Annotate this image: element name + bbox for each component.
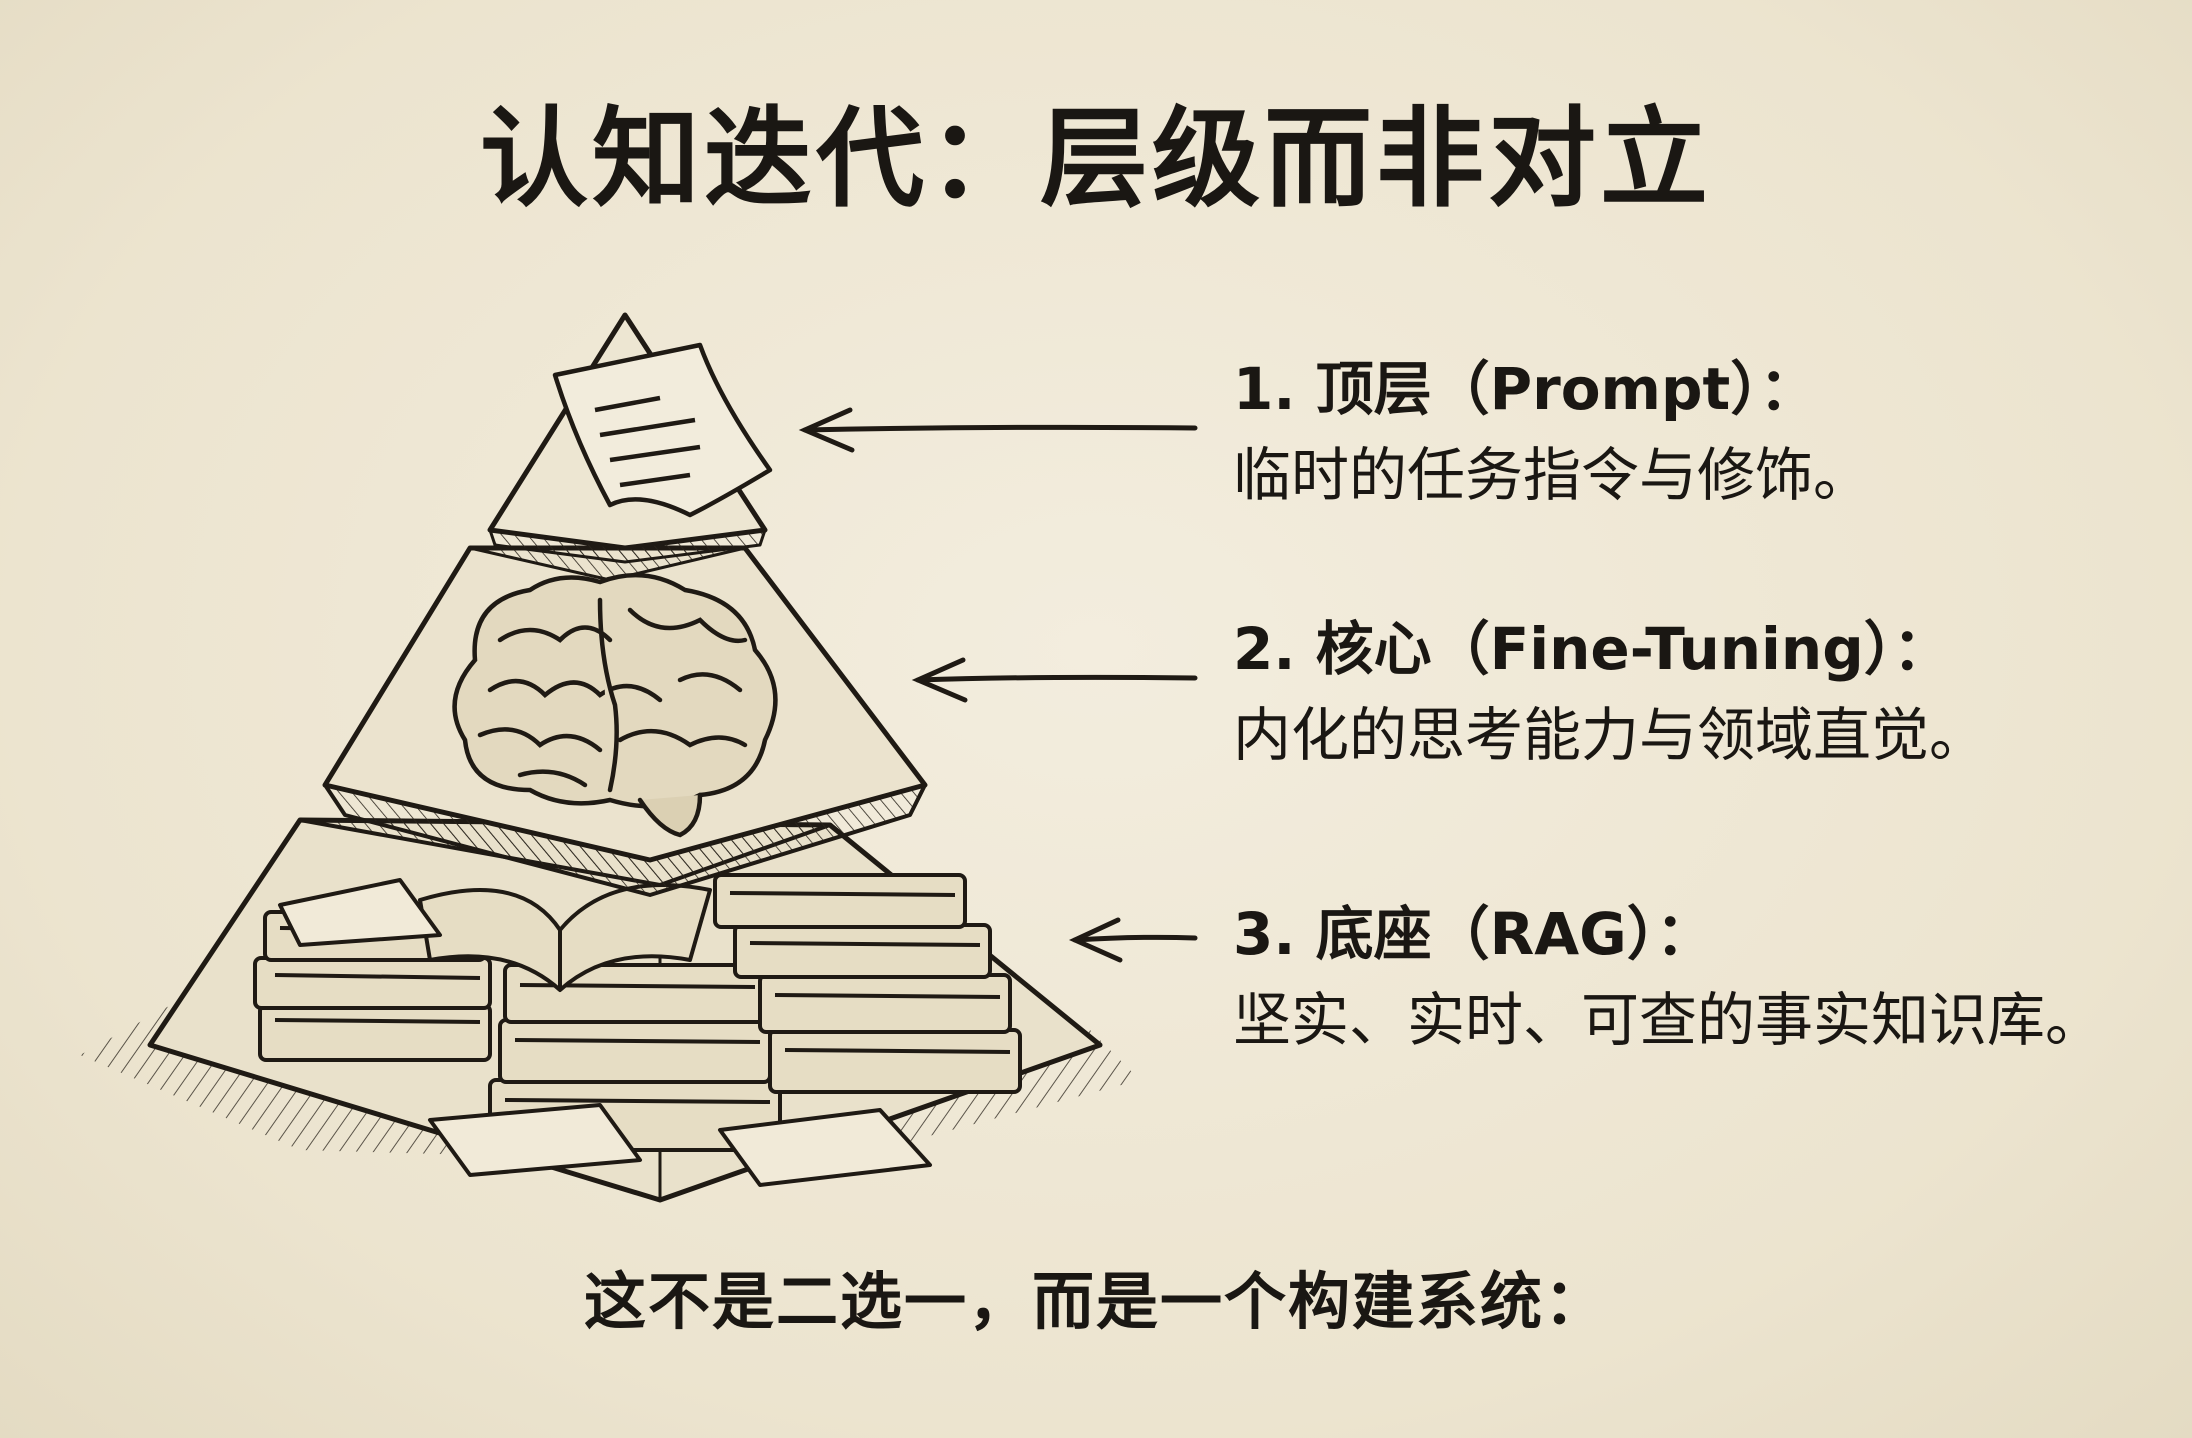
layer-heading: 3. 底座（RAG）： [1233,900,1714,968]
arrow-left-icon [1068,917,1198,963]
arrow-left-icon [798,407,1198,453]
arrow-left-icon [911,657,1198,703]
sticky-note-icon [552,342,773,518]
books-stack-icon [253,873,1022,1187]
layer-heading: 1. 顶层（Prompt）： [1233,355,1818,423]
layer-description: 坚实、实时、可查的事实知识库。 [1233,985,2104,1054]
layer-fine-tuning: 2. 核心（Fine-Tuning）： 内化的思考能力与领域直觉。 [1233,615,2163,771]
footer-caption: 这不是二选一，而是一个构建系统： [583,1265,1608,1338]
brain-icon [452,572,778,838]
layer-description: 临时的任务指令与修饰。 [1233,440,1872,509]
layer-heading: 2. 核心（Fine-Tuning）： [1233,615,1951,683]
layer-description: 内化的思考能力与领域直觉。 [1233,700,1988,769]
page-title: 认知迭代：层级而非对立 [479,97,1712,222]
layer-rag: 3. 底座（RAG）： 坚实、实时、可查的事实知识库。 [1233,900,2163,1056]
layer-prompt: 1. 顶层（Prompt）： 临时的任务指令与修饰。 [1233,355,2163,511]
